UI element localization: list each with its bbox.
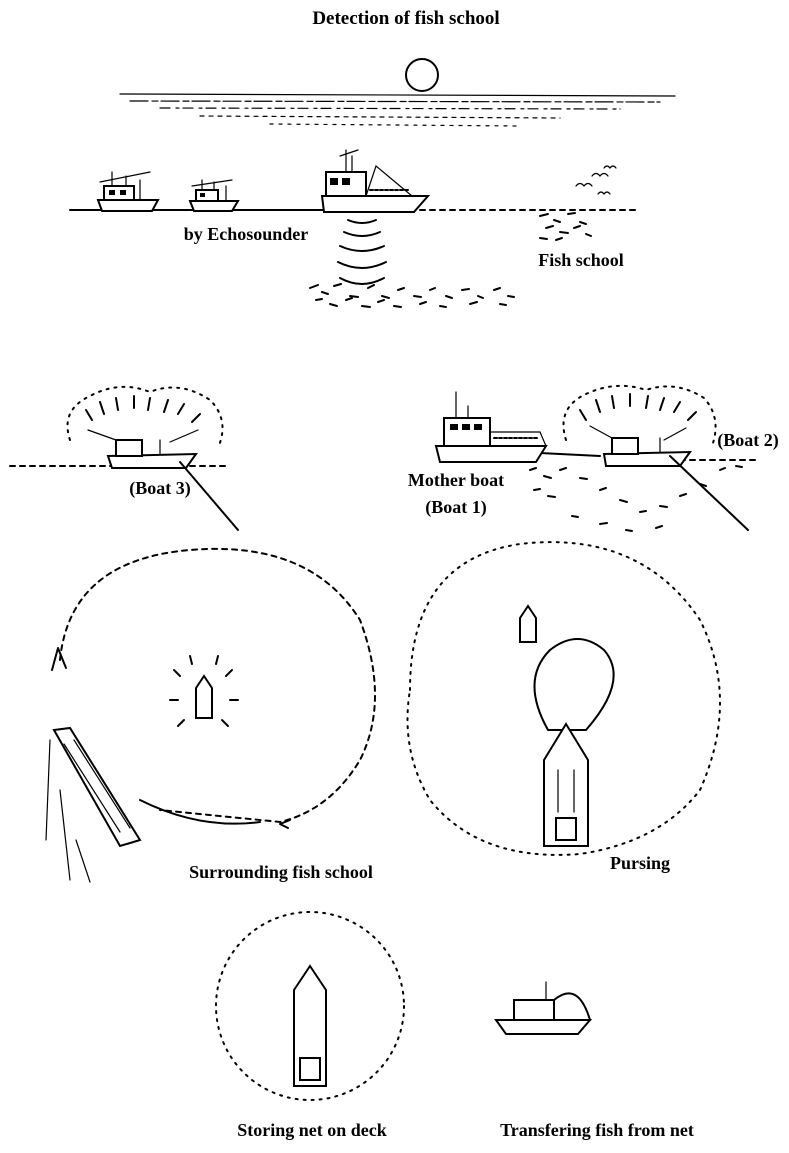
detection-title: Detection of fish school <box>312 8 499 30</box>
fish-school-cloud-2 <box>530 466 742 531</box>
storing-label: Storing net on deck <box>237 1120 387 1141</box>
horizon-lines <box>120 94 675 126</box>
sun-icon <box>406 59 438 91</box>
surrounding-seiner-icon <box>46 728 260 882</box>
surface-fish-school <box>540 213 591 240</box>
small-boat-2-icon <box>190 180 238 211</box>
fish-school-label: Fish school <box>538 250 624 271</box>
fish-school-under-boat <box>310 284 514 307</box>
transfer-boat-icon <box>496 982 590 1034</box>
birds-icon <box>576 166 616 194</box>
mother-boat-icon <box>436 392 546 462</box>
boat-2-light-rays <box>564 386 716 446</box>
pursing-loop <box>534 639 613 730</box>
surrounding-label: Surrounding fish school <box>189 862 373 883</box>
boat-3-label: (Boat 3) <box>129 478 191 499</box>
pursing-label: Pursing <box>610 853 670 874</box>
mother-boat-label: Mother boat <box>408 470 504 491</box>
echosounder-boat-icon <box>322 150 428 212</box>
echo-waves <box>338 220 386 284</box>
echosounder-label: by Echosounder <box>184 224 309 245</box>
center-light-boat-left <box>170 656 238 726</box>
pursing-center-boat <box>520 606 536 642</box>
transfering-label: Transfering fish from net <box>500 1120 694 1141</box>
small-boat-1-icon <box>98 172 158 211</box>
storing-seiner-icon <box>294 966 326 1086</box>
pursing-seiner-icon <box>544 724 588 846</box>
boat-2-label: (Boat 2) <box>717 430 779 451</box>
boat-3-light-rays <box>68 387 223 448</box>
boat-1-label: (Boat 1) <box>425 497 487 518</box>
